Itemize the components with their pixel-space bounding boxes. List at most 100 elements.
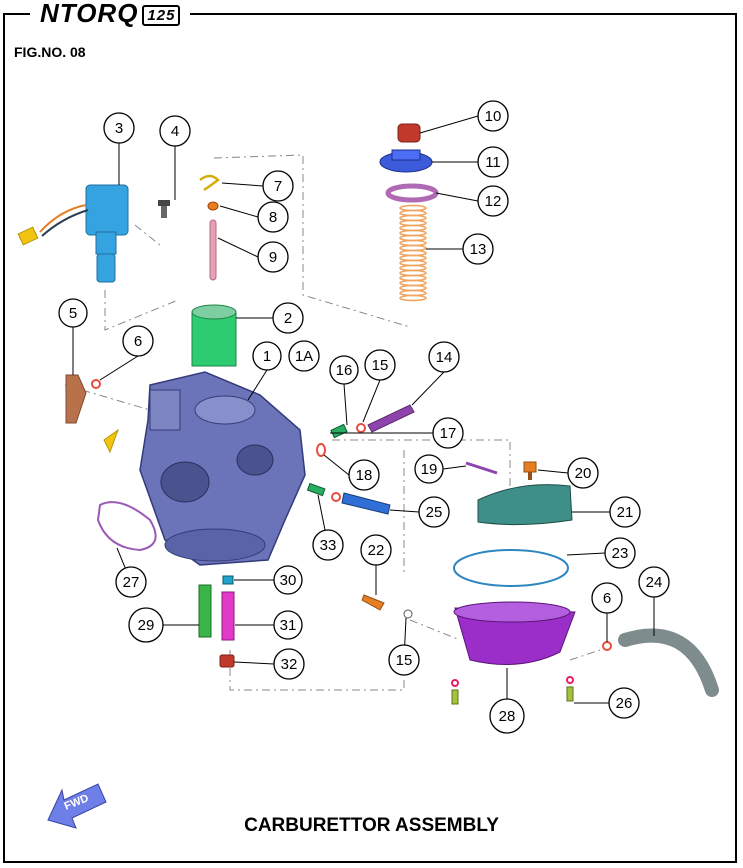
callout-leader-line (537, 469, 569, 474)
callout-number: 2 (284, 310, 292, 327)
callout-number: 4 (171, 123, 179, 140)
top-cover-part (379, 149, 433, 173)
callout-number: 10 (485, 108, 502, 125)
callout-circle (477, 185, 509, 217)
callout-number: 27 (123, 574, 140, 591)
callout-number: 20 (575, 465, 592, 482)
callout-number: 11 (485, 154, 501, 171)
jet-part-16 (330, 423, 348, 439)
o-ring-part-18 (316, 443, 326, 457)
bracket-part (65, 374, 87, 424)
callout-number: 26 (616, 695, 633, 712)
brand-name: NTORQ (40, 0, 139, 28)
callout-circle (257, 201, 289, 233)
callout-leader-line (221, 182, 264, 187)
callout-number: 13 (470, 241, 487, 258)
piston-part (191, 304, 237, 367)
callout-circle (262, 170, 294, 202)
callout-circle (388, 644, 420, 676)
callout-circle (477, 146, 509, 178)
o-ring-part-6b (602, 641, 612, 651)
callout-leader-line (435, 192, 479, 202)
callout-number: 12 (485, 193, 502, 210)
hose-part-24 (618, 628, 719, 697)
screw-part-14 (367, 404, 415, 433)
emulsion-tube-part-31 (221, 591, 235, 641)
o-ring-part-15b (403, 609, 413, 619)
callout-number: 15 (396, 652, 413, 669)
callout-number: 6 (134, 333, 142, 350)
callout-leader-line (343, 383, 348, 426)
o-ring-part-23 (453, 549, 569, 587)
o-ring-part-15a (356, 423, 366, 433)
callout-leader-line (389, 509, 420, 513)
callout-circle (273, 610, 303, 640)
float-bowl-part-28 (453, 601, 576, 665)
callout-circle (122, 325, 154, 357)
callout-circle (418, 496, 450, 528)
callout-leader-line (233, 661, 275, 665)
callout-circle (273, 648, 305, 680)
callout-circle (128, 607, 164, 643)
callout-number: 3 (115, 120, 123, 137)
callout-leader-line (219, 205, 259, 218)
nozzle-part-30 (222, 575, 234, 585)
needle-part (209, 219, 217, 281)
callout-leader-line (99, 355, 139, 381)
callout-circle (567, 457, 599, 489)
screw-part-26 (451, 676, 574, 705)
callout-circle (159, 115, 191, 147)
guide-lines (64, 154, 601, 691)
callout-number: 15 (372, 357, 389, 374)
callout-number: 18 (356, 467, 373, 484)
callout-number: 7 (274, 178, 282, 195)
ring-part-8 (207, 201, 219, 211)
callout-number: 21 (617, 504, 634, 521)
callout-number: 1A (295, 348, 313, 365)
callout-circle (288, 340, 320, 372)
callout-circle (252, 341, 282, 371)
callout-circle (360, 534, 392, 566)
callout-number: 17 (440, 425, 457, 442)
callout-number: 28 (499, 708, 516, 725)
callout-number: 6 (603, 590, 611, 607)
callout-circle (638, 566, 670, 598)
spring-coil (399, 294, 427, 302)
carburettor-body-part (103, 371, 306, 566)
cap-part (397, 123, 421, 143)
diagram-title: CARBURETTOR ASSEMBLY (244, 815, 499, 836)
callout-number: 31 (280, 617, 297, 634)
frame-border (3, 13, 737, 863)
callout-number: 5 (69, 305, 77, 322)
callout-leader-line (323, 454, 350, 476)
callout-number: 1 (263, 348, 271, 365)
gasket-part-27 (96, 501, 157, 552)
callout-circle (432, 417, 464, 449)
choke-solenoid-part (17, 184, 129, 283)
callout-number: 9 (269, 249, 277, 266)
callout-number: 16 (336, 362, 353, 379)
callout-circle (272, 302, 304, 334)
callout-leader-line (411, 371, 445, 406)
o-ring-part-6a (91, 379, 101, 389)
needle-valve-part-22 (361, 594, 385, 611)
callout-circle (103, 112, 135, 144)
callout-number: 23 (612, 545, 629, 562)
callout-number: 14 (436, 349, 453, 366)
callout-circle (364, 349, 396, 381)
o-ring-part-25 (331, 492, 341, 502)
callout-number: 24 (646, 574, 663, 591)
callout-number: 19 (421, 461, 438, 478)
valve-part-20 (523, 461, 537, 480)
callout-circle (477, 100, 509, 132)
callout-circle (273, 565, 303, 595)
gasket-ring-part (385, 183, 439, 203)
clip-part (199, 174, 220, 192)
callout-circle (414, 454, 444, 484)
pin-part-19 (465, 461, 498, 475)
callout-number: 25 (426, 504, 443, 521)
figure-number: FIG.NO. 08 (14, 44, 86, 60)
callout-circle (462, 233, 494, 265)
